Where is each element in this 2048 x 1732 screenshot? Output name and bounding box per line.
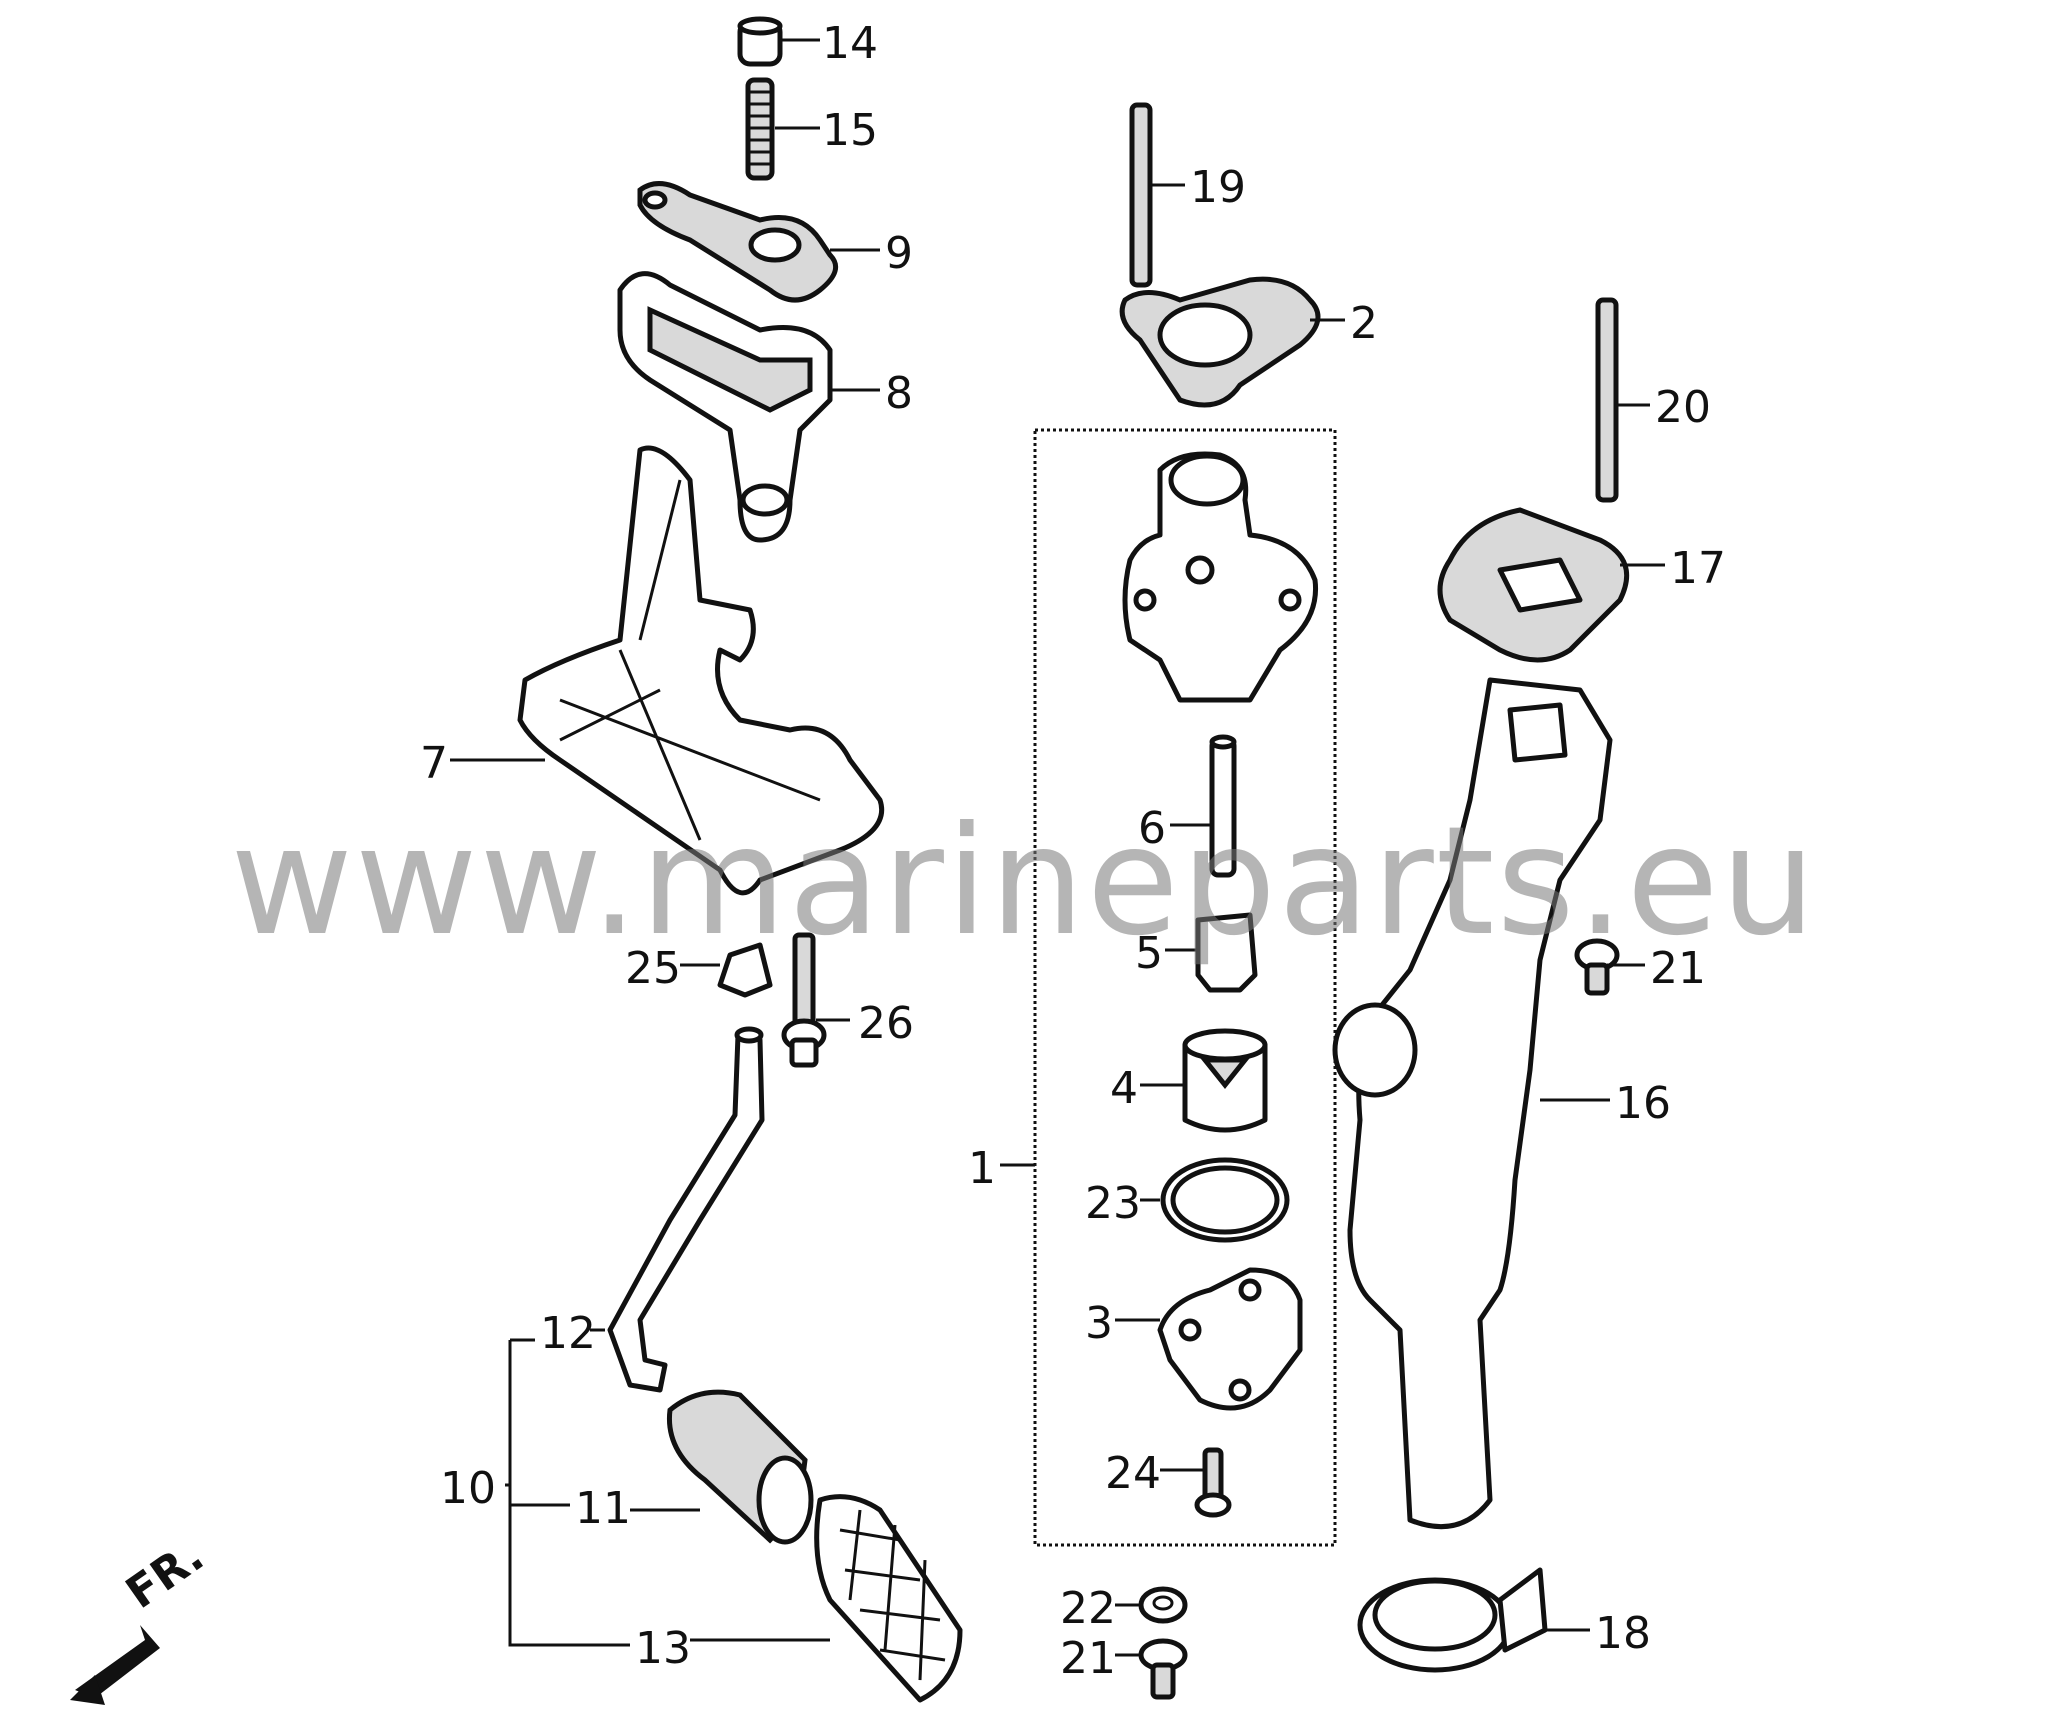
part-8-cover [617, 271, 833, 543]
callout-13: 13 [635, 1623, 691, 1674]
assembly-1-outline [1033, 428, 1337, 1547]
callout-7: 7 [420, 738, 448, 789]
callout-20: 20 [1655, 382, 1711, 433]
front-direction-arrow [70, 1625, 160, 1705]
callout-labels: 14 15 9 8 7 19 2 20 17 21 16 18 6 5 4 23… [420, 18, 1726, 1684]
callout-25: 25 [625, 943, 681, 994]
callout-11: 11 [575, 1483, 631, 1534]
part-16-exhaust-pipe [1332, 677, 1613, 1530]
part-7-plate [517, 445, 884, 896]
callout-10: 10 [440, 1463, 496, 1514]
callout-15: 15 [822, 105, 878, 156]
front-marker: FR. [117, 1531, 213, 1620]
part-21-bolt-lower [1138, 1638, 1188, 1700]
part-24-bolt [1194, 1447, 1232, 1518]
part-14-cap [737, 16, 783, 67]
part-23-o-ring [1160, 1157, 1290, 1243]
part-20-stud [1595, 297, 1619, 503]
callout-18: 18 [1595, 1608, 1651, 1659]
part-21-bolt-upper [1574, 938, 1620, 996]
callout-4: 4 [1110, 1063, 1138, 1114]
part-6-shaft [1209, 734, 1237, 878]
part-18-clamp-ring [1357, 1567, 1548, 1673]
part-22-nut [1138, 1586, 1188, 1624]
part-15-spring [745, 77, 775, 181]
part-26-bolt [781, 932, 827, 1068]
part-4-outer-rotor [1182, 1028, 1268, 1133]
part-13-strainer [814, 1494, 963, 1703]
part-11-filter [666, 1389, 814, 1545]
callout-23: 23 [1085, 1178, 1141, 1229]
callout-8: 8 [885, 368, 913, 419]
leader-lines [450, 38, 1665, 1657]
callout-21-upper: 21 [1650, 943, 1706, 994]
callout-17: 17 [1670, 543, 1726, 594]
callout-12: 12 [540, 1308, 596, 1359]
pump-housing [1122, 451, 1319, 703]
part-25-clip [717, 942, 773, 998]
callout-16: 16 [1615, 1078, 1671, 1129]
part-2-gasket [1119, 276, 1321, 408]
callout-5: 5 [1135, 928, 1163, 979]
part-12-oil-pipe [607, 1026, 765, 1393]
part-5-rotor [1195, 912, 1258, 993]
part-3-pump-cover [1157, 1267, 1303, 1411]
callout-3: 3 [1085, 1298, 1113, 1349]
callout-9: 9 [885, 228, 913, 279]
callout-26: 26 [858, 998, 914, 1049]
part-17-gasket [1437, 507, 1630, 663]
part-9-gasket [637, 181, 839, 303]
callout-22: 22 [1060, 1583, 1116, 1634]
part-19-stud [1129, 102, 1153, 288]
callout-21-lower: 21 [1060, 1633, 1116, 1684]
callout-24: 24 [1105, 1448, 1161, 1499]
callout-6: 6 [1138, 803, 1166, 854]
callout-1: 1 [968, 1143, 996, 1194]
callout-2: 2 [1350, 298, 1378, 349]
callout-19: 19 [1190, 162, 1246, 213]
callout-14: 14 [822, 18, 878, 69]
